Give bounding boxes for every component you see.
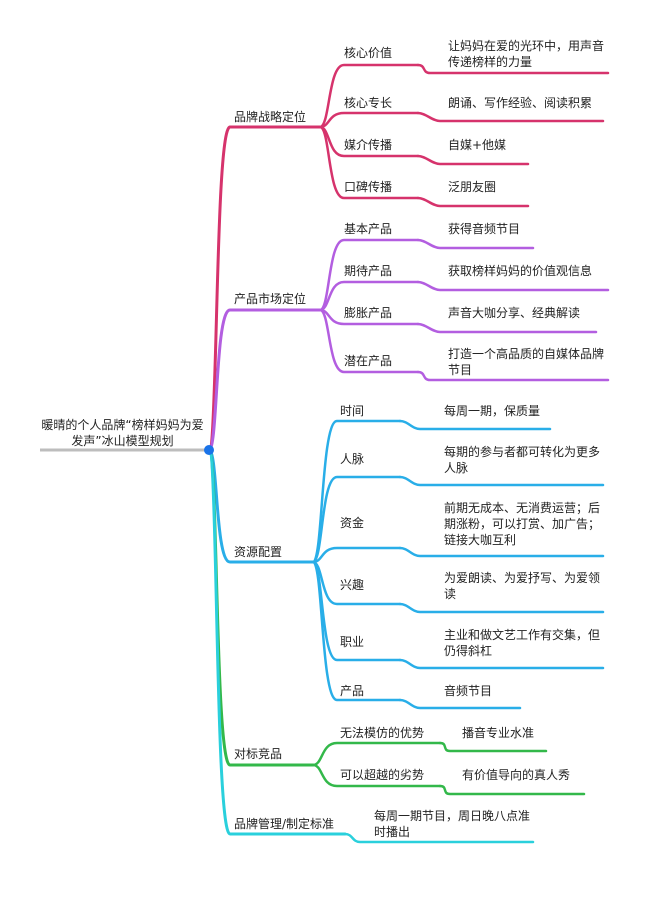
node-augmented-product: 膨胀产品 xyxy=(344,306,393,320)
child-connector-1-3 xyxy=(318,308,420,374)
root-node-dot xyxy=(204,445,214,455)
node-product: 产品 xyxy=(340,684,365,698)
node-potential-product: 潜在产品 xyxy=(344,354,393,368)
node-funding: 资金 xyxy=(340,516,365,530)
node-inimitable-advantage: 无法模仿的优势 xyxy=(340,726,425,740)
child-connector-1-0 xyxy=(318,238,420,312)
branch-label-resource-allocation: 资源配置 xyxy=(234,545,283,559)
child-connector-0-3 xyxy=(318,125,420,200)
detail-network: 每期的参与者都可转化为更多人脉 xyxy=(444,445,601,475)
detail-connector-2-4 xyxy=(398,658,605,670)
detail-connector-2-0 xyxy=(398,419,552,431)
detail-inimitable-advantage: 播音专业水准 xyxy=(462,726,535,740)
detail-connector-1-3 xyxy=(416,370,610,382)
detail-core-value: 让妈妈在爱的光环中，用声音传递榜样的力量 xyxy=(448,39,605,69)
child-connector-2-5 xyxy=(311,560,402,702)
detail-connector-2-1 xyxy=(398,475,605,487)
branch-label-brand-management: 品牌管理/制定标准 xyxy=(234,817,335,831)
detail-basic-product: 获得音频节目 xyxy=(448,222,521,236)
branch-connector-0 xyxy=(207,125,322,452)
detail-product: 音频节目 xyxy=(444,684,493,698)
branch-label-benchmark: 对标竞品 xyxy=(234,747,283,761)
node-career: 职业 xyxy=(340,635,365,649)
child-connector-2-2 xyxy=(311,546,402,564)
node-core-expertise: 核心专长 xyxy=(344,96,393,110)
detail-augmented-product: 声音大咖分享、经典解读 xyxy=(448,306,581,320)
child-connector-3-1 xyxy=(311,763,442,788)
branch-connector-1 xyxy=(207,308,322,452)
detail-surpassable-weakness: 有价值导向的真人秀 xyxy=(462,768,571,782)
node-basic-product: 基本产品 xyxy=(344,222,393,236)
detail-word-of-mouth: 泛朋友圈 xyxy=(448,180,497,194)
detail-connector-0-1 xyxy=(416,111,605,123)
detail-career: 主业和做文艺工作有交集，但仍得斜杠 xyxy=(444,628,601,658)
detail-core-expertise: 朗诵、写作经验、阅读积累 xyxy=(448,96,593,110)
detail-connector-2-3 xyxy=(398,602,605,614)
detail-connector-3-0 xyxy=(438,741,548,753)
detail-connector-1-2 xyxy=(416,322,598,334)
branch-connector-3 xyxy=(207,448,315,767)
child-connector-2-1 xyxy=(311,475,402,564)
detail-connector-0-0 xyxy=(416,63,610,75)
node-core-value: 核心价值 xyxy=(344,46,393,60)
detail-connector-0-3 xyxy=(416,196,530,208)
detail-connector-2-5 xyxy=(398,698,522,710)
child-connector-1-1 xyxy=(318,280,420,312)
node-surpassable-weakness: 可以超越的劣势 xyxy=(340,768,425,782)
child-connector-2-0 xyxy=(311,419,402,564)
node-word-of-mouth: 口碑传播 xyxy=(344,180,393,194)
node-media-spread: 媒介传播 xyxy=(344,138,393,152)
detail-expected-product: 获取榜样妈妈的价值观信息 xyxy=(448,264,593,278)
detail-connector-4-0 xyxy=(343,832,535,844)
branch-connector-4 xyxy=(207,448,347,836)
node-time: 时间 xyxy=(340,404,365,418)
detail-brand-management: 每周一期节目，周日晚八点准时播出 xyxy=(374,809,531,839)
node-expected-product: 期待产品 xyxy=(344,264,393,278)
detail-funding: 前期无成本、无消费运营；后期涨粉，可以打赏、加广告；链接大咖互利 xyxy=(444,501,601,547)
node-interest: 兴趣 xyxy=(340,578,365,592)
detail-connector-1-0 xyxy=(416,238,535,250)
child-connector-0-0 xyxy=(318,63,420,129)
child-connector-0-1 xyxy=(318,111,420,129)
child-connector-3-0 xyxy=(311,741,442,767)
branch-label-product-market: 产品市场定位 xyxy=(234,292,307,306)
detail-connector-1-1 xyxy=(416,280,610,292)
detail-interest: 为爱朗读、为爱抒写、为爱领读 xyxy=(444,571,601,601)
detail-connector-2-2 xyxy=(398,546,605,558)
root-topic: 暖晴的个人品牌“榜样妈妈为爱发声”冰山模型规划 xyxy=(41,418,204,448)
node-network: 人脉 xyxy=(340,452,365,466)
detail-connector-0-2 xyxy=(416,154,530,166)
detail-time: 每周一期，保质量 xyxy=(444,404,541,418)
detail-media-spread: 自媒+他媒 xyxy=(448,138,507,152)
branch-label-brand-strategy: 品牌战略定位 xyxy=(234,110,307,124)
detail-potential-product: 打造一个高品质的自媒体品牌节目 xyxy=(448,347,605,377)
detail-connector-3-1 xyxy=(438,784,586,796)
